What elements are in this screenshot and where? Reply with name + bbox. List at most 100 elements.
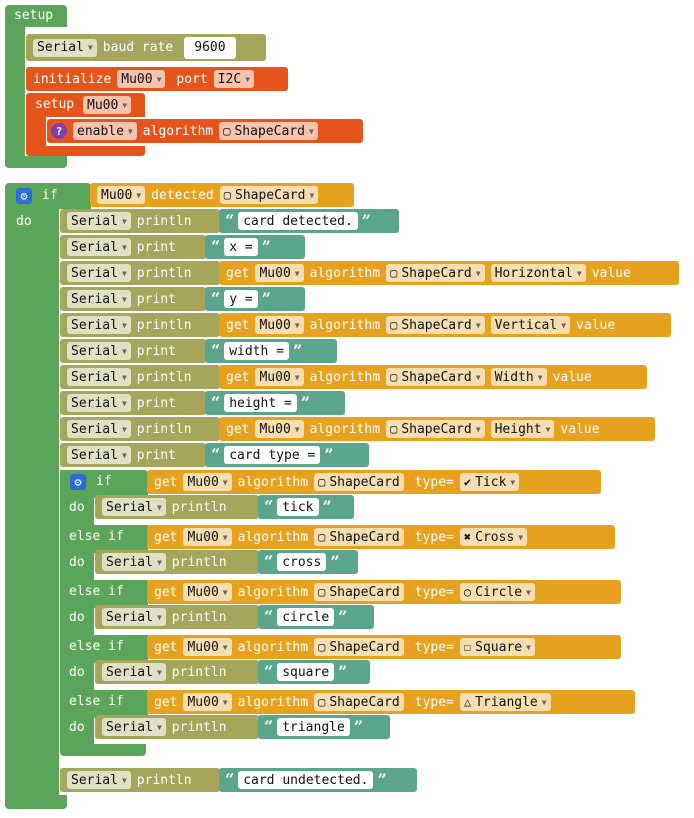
- sensor-dropdown[interactable]: Mu00▼: [255, 420, 304, 438]
- text-value[interactable]: x =: [224, 238, 258, 256]
- serial-port-dropdown[interactable]: Serial▼: [67, 290, 131, 308]
- serial-port-dropdown[interactable]: Serial▼: [67, 771, 131, 789]
- text-block[interactable]: “triangle”: [258, 715, 390, 739]
- param-dropdown[interactable]: Width▼: [490, 368, 547, 386]
- param-dropdown[interactable]: Vertical▼: [490, 316, 571, 334]
- algorithm-dropdown[interactable]: ▢ShapeCard▼: [386, 368, 485, 386]
- serial-port-dropdown[interactable]: Serial▼: [67, 342, 131, 360]
- algorithm-dropdown[interactable]: ▢ShapeCard: [314, 638, 404, 656]
- serial-block[interactable]: Serial▼println: [60, 209, 220, 233]
- serial-port-dropdown[interactable]: Serial▼: [67, 446, 131, 464]
- setup-block[interactable]: [5, 5, 67, 27]
- type-dropdown[interactable]: ✔Tick▼: [459, 473, 520, 491]
- serial-port-dropdown[interactable]: Serial▼: [67, 212, 131, 230]
- serial-port-dropdown[interactable]: Serial▼: [102, 663, 166, 681]
- enable-dropdown[interactable]: enable▼: [73, 122, 137, 140]
- baud-rate-input[interactable]: 9600: [184, 36, 236, 59]
- algorithm-dropdown[interactable]: ▢ShapeCard: [314, 583, 404, 601]
- type-dropdown[interactable]: ○Circle▼: [459, 583, 535, 601]
- text-block[interactable]: “width = ”: [205, 339, 337, 363]
- condition-sensor-dropdown[interactable]: Mu00▼: [97, 186, 146, 204]
- serial-block[interactable]: Serial▼println: [95, 660, 259, 684]
- enable-algorithm-block[interactable]: ? enable▼ algorithm ▢ShapeCard▼: [47, 119, 363, 143]
- type-dropdown[interactable]: ☐Square▼: [459, 638, 535, 656]
- text-value[interactable]: card detected.: [238, 212, 358, 230]
- initialize-block[interactable]: initialize Mu00▼ port I2C▼: [26, 67, 288, 91]
- condition-algo-dropdown[interactable]: ▢ShapeCard▼: [219, 186, 319, 204]
- text-value[interactable]: card undetected.: [238, 771, 374, 789]
- text-value[interactable]: square: [277, 663, 335, 681]
- serial-port-dropdown[interactable]: Serial▼: [102, 553, 166, 571]
- algorithm-dropdown[interactable]: ▢ShapeCard: [314, 693, 404, 711]
- sensor-dropdown[interactable]: Mu00▼: [183, 693, 232, 711]
- text-value[interactable]: cross: [277, 553, 327, 571]
- sensor-dropdown[interactable]: Mu00▼: [183, 473, 232, 491]
- text-value[interactable]: height =: [224, 394, 297, 412]
- serial-port-dropdown[interactable]: Serial▼: [67, 316, 131, 334]
- else-serial-block[interactable]: Serial▼ println: [60, 768, 220, 792]
- sensor-dropdown[interactable]: Mu00▼: [183, 638, 232, 656]
- serial-block[interactable]: Serial▼println: [60, 313, 220, 337]
- serial-block[interactable]: Serial▼print: [60, 443, 206, 467]
- algorithm-dropdown[interactable]: ▢ShapeCard▼: [219, 122, 318, 140]
- algorithm-dropdown[interactable]: ▢ShapeCard▼: [386, 316, 485, 334]
- serial-port-dropdown[interactable]: Serial▼: [102, 498, 166, 516]
- else-text-block[interactable]: “ card undetected. ”: [219, 768, 417, 792]
- text-block[interactable]: “card type = ”: [205, 443, 369, 467]
- algorithm-dropdown[interactable]: ▢ShapeCard: [314, 473, 404, 491]
- init-sensor-dropdown[interactable]: Mu00▼: [117, 70, 166, 88]
- algorithm-dropdown[interactable]: ▢ShapeCard: [314, 528, 404, 546]
- setup-sensor-dropdown[interactable]: Mu00▼: [83, 96, 132, 114]
- text-block[interactable]: “x = ”: [205, 235, 305, 259]
- serial-block[interactable]: Serial▼println: [95, 605, 259, 629]
- text-value[interactable]: triangle: [277, 718, 350, 736]
- serial-port-dropdown[interactable]: Serial▼: [67, 368, 131, 386]
- serial-port-dropdown[interactable]: Serial▼: [102, 608, 166, 626]
- detected-condition[interactable]: Mu00▼ detected ▢ShapeCard▼: [90, 183, 354, 207]
- text-block[interactable]: “card detected.”: [219, 209, 399, 233]
- serial-block[interactable]: Serial▼println: [60, 417, 220, 441]
- port-dropdown[interactable]: I2C▼: [213, 70, 255, 88]
- text-value[interactable]: width =: [224, 342, 289, 360]
- algorithm-dropdown[interactable]: ▢ShapeCard▼: [386, 264, 485, 282]
- serial-block[interactable]: Serial▼print: [60, 235, 206, 259]
- text-value[interactable]: card type =: [224, 446, 321, 464]
- serial-block[interactable]: Serial▼print: [60, 339, 206, 363]
- serial-baud-block[interactable]: Serial▼ baud rate 9600: [26, 34, 266, 61]
- text-block[interactable]: “tick”: [258, 495, 354, 519]
- serial-port-dropdown[interactable]: Serial▼: [33, 38, 97, 57]
- param-dropdown[interactable]: Height▼: [490, 420, 555, 438]
- serial-port-dropdown[interactable]: Serial▼: [67, 238, 131, 256]
- text-value[interactable]: y =: [224, 290, 258, 308]
- serial-block[interactable]: Serial▼print: [60, 287, 206, 311]
- param-dropdown[interactable]: Horizontal▼: [490, 264, 586, 282]
- help-icon[interactable]: ?: [51, 123, 67, 139]
- serial-port-dropdown[interactable]: Serial▼: [67, 420, 131, 438]
- text-value[interactable]: circle: [277, 608, 335, 626]
- text-block[interactable]: “square”: [258, 660, 370, 684]
- text-block[interactable]: “circle”: [258, 605, 374, 629]
- serial-block[interactable]: Serial▼println: [95, 715, 259, 739]
- sensor-dropdown[interactable]: Mu00▼: [183, 528, 232, 546]
- serial-block[interactable]: Serial▼println: [60, 261, 220, 285]
- text-block[interactable]: “cross”: [258, 550, 358, 574]
- serial-block[interactable]: Serial▼println: [60, 365, 220, 389]
- sensor-dropdown[interactable]: Mu00▼: [255, 264, 304, 282]
- sensor-dropdown[interactable]: Mu00▼: [255, 316, 304, 334]
- type-dropdown[interactable]: ✖Cross▼: [459, 528, 528, 546]
- text-block[interactable]: “height = ”: [205, 391, 345, 415]
- serial-port-dropdown[interactable]: Serial▼: [67, 394, 131, 412]
- serial-port-dropdown[interactable]: Serial▼: [67, 264, 131, 282]
- gear-icon[interactable]: ⚙: [70, 474, 86, 490]
- serial-port-dropdown[interactable]: Serial▼: [102, 718, 166, 736]
- serial-block[interactable]: Serial▼println: [95, 550, 259, 574]
